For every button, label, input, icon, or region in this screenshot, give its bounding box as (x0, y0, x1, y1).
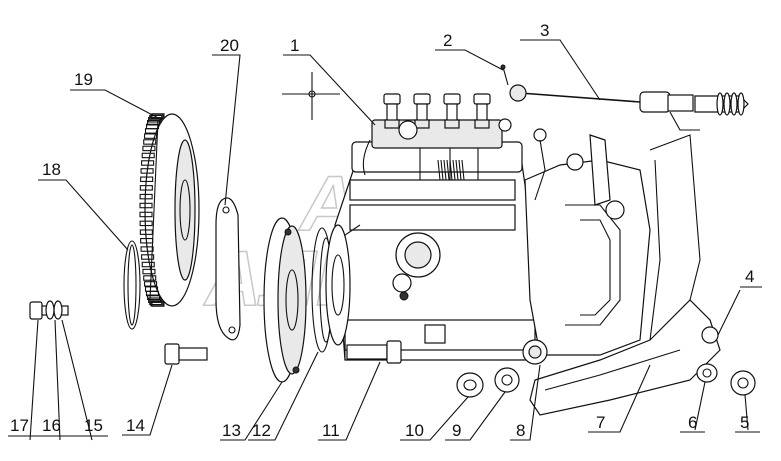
gear-tooth (144, 133, 158, 139)
callout-20: 20 (220, 36, 239, 55)
gear-tooth (139, 185, 153, 191)
callout-19: 19 (74, 70, 93, 89)
linkage-ring (730, 92, 738, 116)
gear-tooth (140, 237, 154, 244)
o-ring-18 (123, 240, 141, 330)
governor-housing (522, 128, 651, 365)
spring-coil (458, 159, 462, 181)
gear-tooth (139, 211, 153, 218)
callout-13: 13 (222, 421, 241, 440)
washer-5 (730, 370, 756, 396)
callout-10: 10 (405, 421, 424, 440)
callout-3: 3 (540, 21, 549, 40)
nozzle-nut (474, 119, 490, 129)
callout-1: 1 (290, 36, 299, 55)
callout-labels: 1 2 3 4 5 6 7 8 9 10 11 12 13 14 15 16 1… (10, 21, 754, 440)
flange-13 (263, 217, 307, 383)
gear-tooth (141, 254, 155, 260)
gear-tooth (142, 268, 156, 275)
spring-coil (461, 159, 465, 181)
gear-tooth (140, 246, 154, 252)
gear-tooth (143, 139, 157, 145)
leader-lines (8, 39, 762, 441)
callout-17: 17 (10, 416, 29, 435)
washer-9 (494, 367, 520, 393)
nozzle-stem (476, 103, 488, 123)
spring-coil (446, 159, 450, 181)
linkage-ring (716, 92, 724, 116)
gear-tooth (139, 229, 153, 235)
linkage-ring (723, 92, 731, 116)
gasket-20 (215, 197, 241, 341)
pin-2 (500, 64, 509, 86)
washer-10 (456, 372, 484, 398)
linkage-ring (737, 92, 745, 116)
nozzle-cap (413, 93, 431, 105)
gear-tooth (142, 145, 156, 152)
bolt-14 (164, 343, 208, 365)
gear-tooth (145, 290, 160, 297)
gear-tooth (143, 275, 157, 281)
callout-15: 15 (84, 416, 103, 435)
gear-tooth (140, 176, 154, 183)
bolt-11 (346, 340, 402, 364)
gear-tooth (146, 294, 161, 301)
nozzle-nut (384, 119, 400, 129)
callout-6: 6 (688, 413, 697, 432)
gear-tooth (144, 128, 159, 134)
callout-11: 11 (322, 421, 340, 440)
callout-9: 9 (452, 421, 461, 440)
gear-tooth (139, 193, 153, 200)
washer-6 (696, 363, 718, 383)
nozzle-nut (414, 119, 430, 129)
callout-5: 5 (740, 413, 749, 432)
gear-tooth (139, 220, 153, 227)
nozzle-cap (383, 93, 401, 105)
center-mark (282, 72, 340, 120)
gear-tooth (141, 261, 155, 268)
callout-2: 2 (443, 31, 452, 50)
callout-14: 14 (126, 416, 145, 435)
callout-8: 8 (516, 421, 525, 440)
spring-coil (452, 159, 456, 181)
callout-16: 16 (42, 416, 61, 435)
callout-18: 18 (42, 160, 61, 179)
nozzle-cap (473, 93, 491, 105)
nozzle-stem (446, 103, 458, 123)
gear-tooth (151, 301, 165, 307)
nozzle-stem (416, 103, 428, 123)
bracket-7 (529, 134, 721, 416)
gear-tooth (140, 168, 154, 174)
linkage-3 (509, 84, 749, 131)
gear-tooth (139, 202, 153, 209)
gear-tooth (141, 152, 155, 159)
nozzle-stem (386, 103, 398, 123)
gear-tooth (144, 281, 158, 287)
pump-body-1 (325, 93, 536, 361)
spring-coil (443, 159, 447, 181)
spring-coil (455, 159, 459, 181)
callout-12: 12 (252, 421, 271, 440)
spring-coil (449, 159, 453, 181)
spring-coil (440, 159, 444, 181)
gear-tooth (150, 113, 164, 120)
gear-tooth (146, 119, 161, 126)
gear-19 (139, 113, 200, 307)
spring-coil (437, 159, 441, 181)
bolt-set-15-17 (29, 300, 69, 320)
nozzle-cap (443, 93, 461, 105)
callout-4: 4 (745, 267, 754, 286)
nozzle-nut (444, 119, 460, 129)
callout-7: 7 (596, 413, 605, 432)
gear-tooth (141, 160, 155, 166)
